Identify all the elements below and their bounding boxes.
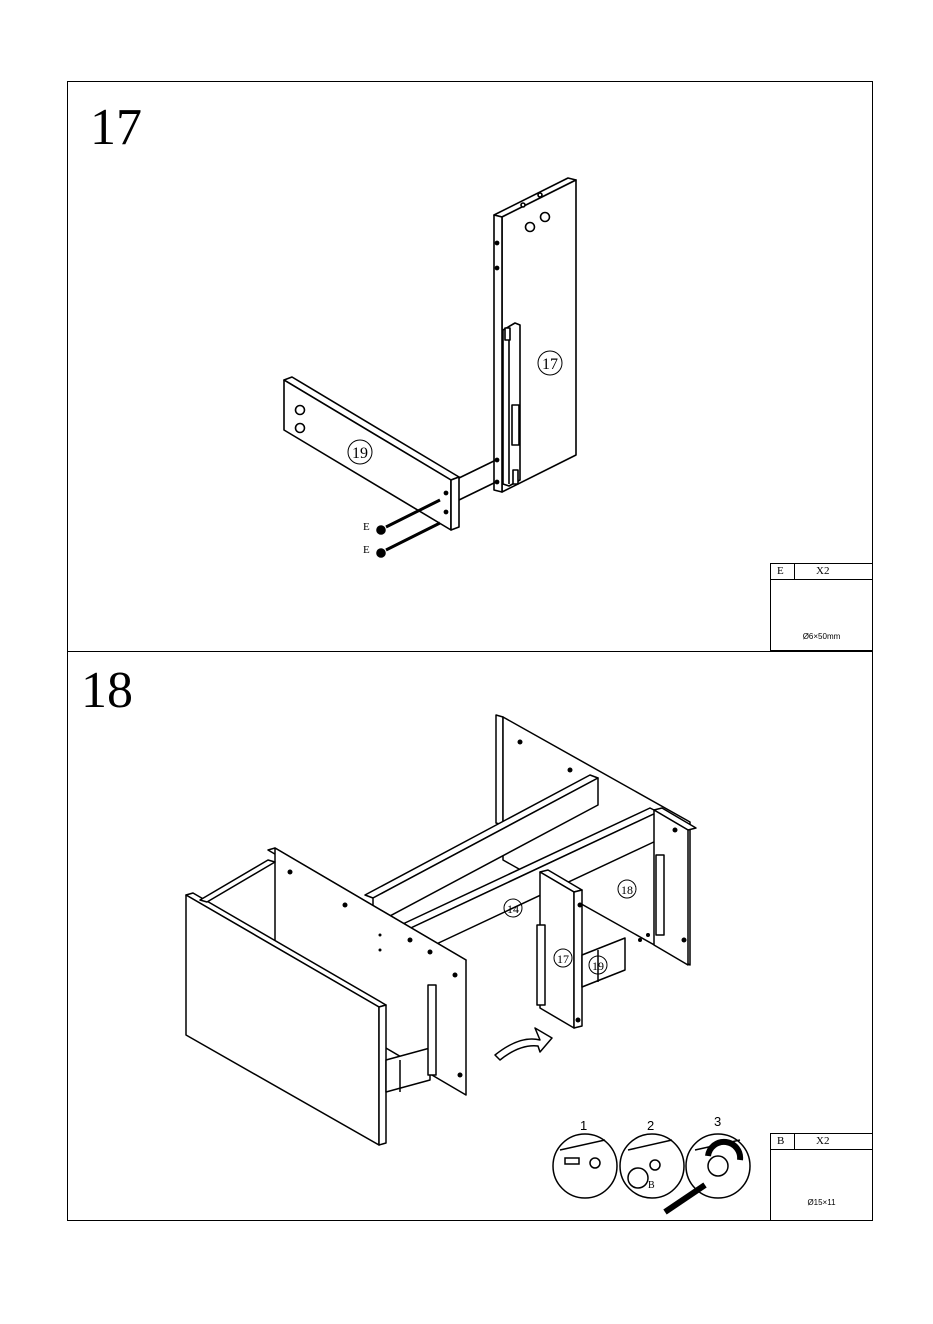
part-label-17-b: 17 [557,952,569,966]
part-label-19: 19 [352,445,368,462]
substep-1: 1 [580,1118,587,1133]
part-label-18: 18 [621,883,633,897]
hardware-separator-b [794,1134,795,1149]
hardware-letter-b: B [777,1134,784,1149]
step17-rail-drawing [284,377,496,530]
hardware-box-e: E X2 Ø6×50mm [770,563,873,651]
callout-e-2: E [363,544,370,556]
hardware-qty: X2 [816,564,829,579]
hardware-letter: E [777,564,784,579]
step18-desk-drawing [186,715,696,1145]
hardware-size: Ø6×50mm [771,632,872,641]
part-label-14: 14 [507,902,519,916]
part-label-17: 17 [542,356,558,373]
callout-e-1: E [363,521,370,533]
cam-lock-substeps [553,1134,750,1212]
part-label-19-b: 19 [592,959,604,973]
hardware-separator [794,564,795,579]
hardware-header: E X2 [771,564,872,580]
hardware-box-b: B X2 Ø15×11 [770,1133,873,1221]
hardware-size-b: Ø15×11 [771,1198,872,1207]
substep-3: 3 [714,1114,721,1129]
hardware-header-b: B X2 [771,1134,872,1150]
substep-label-b: B [648,1180,655,1191]
step-18-number: 18 [81,665,133,717]
substep-2: 2 [647,1118,654,1133]
step17-side-panel-drawing [494,178,576,492]
hardware-qty-b: X2 [816,1134,829,1149]
